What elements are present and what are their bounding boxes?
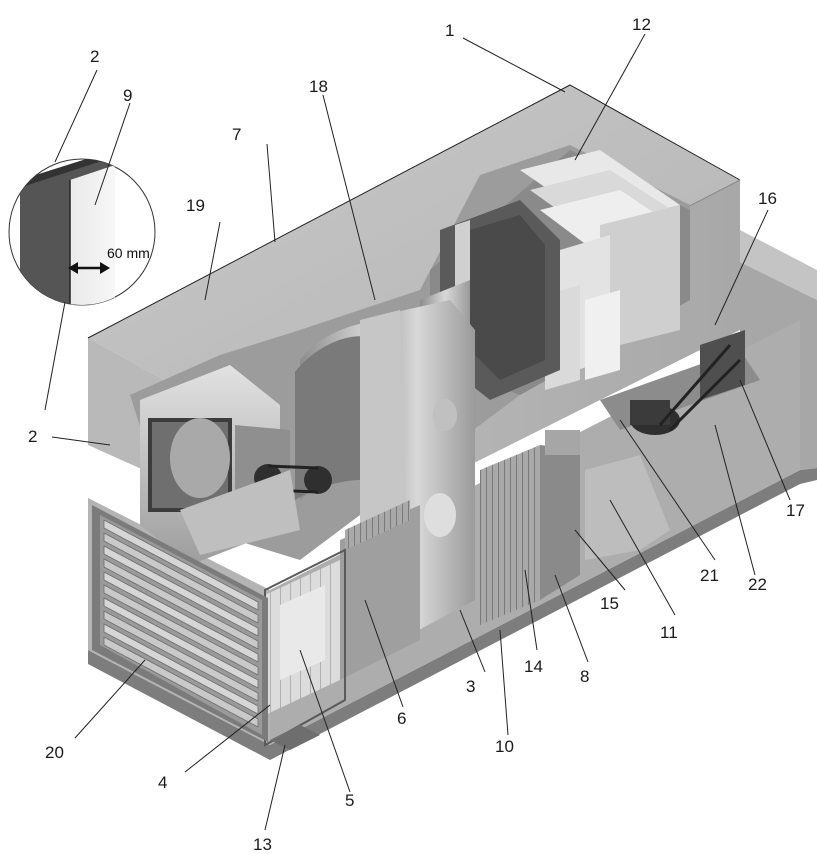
callout-4: 4 xyxy=(158,773,167,792)
louvre-slat xyxy=(103,610,259,702)
drain-tray xyxy=(270,725,320,750)
louvre-slat xyxy=(103,532,259,624)
dimension-label: 60 mm xyxy=(107,245,150,261)
callout-9: 9 xyxy=(123,86,132,105)
callout-8: 8 xyxy=(580,667,589,686)
callout-labels: 1 2 2 3 4 5 6 7 8 9 10 11 12 13 14 15 16… xyxy=(28,15,805,854)
callout-19: 19 xyxy=(186,196,205,215)
louvre-slat xyxy=(103,519,259,611)
callout-17: 17 xyxy=(786,501,805,520)
callout-18: 18 xyxy=(309,77,328,96)
callout-2-left: 2 xyxy=(28,427,37,446)
louvre-slat xyxy=(103,545,259,637)
diffuser-plenum xyxy=(585,455,670,560)
callout-15: 15 xyxy=(600,594,619,613)
bag-filters xyxy=(265,560,340,715)
louvre-slat xyxy=(103,571,259,663)
intake-louvre xyxy=(92,505,268,742)
callout-20: 20 xyxy=(45,743,64,762)
panel-detail-inset: 60 mm xyxy=(8,158,156,306)
louvre-slat xyxy=(103,597,259,689)
cutaway-interior xyxy=(130,145,760,750)
right-section-top xyxy=(740,230,817,300)
filter-frame xyxy=(340,505,420,680)
callout-3: 3 xyxy=(466,677,475,696)
louvre-slat xyxy=(103,636,259,728)
callout-10: 10 xyxy=(495,737,514,756)
louvre-slat xyxy=(103,558,259,650)
callout-6: 6 xyxy=(397,709,406,728)
callout-11: 11 xyxy=(660,623,678,642)
callout-7: 7 xyxy=(232,125,241,144)
callout-16: 16 xyxy=(758,189,777,208)
callout-21: 21 xyxy=(700,566,719,585)
callout-14: 14 xyxy=(524,657,543,676)
callout-12: 12 xyxy=(632,15,651,34)
callout-5: 5 xyxy=(345,791,354,810)
leader-lines xyxy=(44,33,791,831)
callout-2-top: 2 xyxy=(90,47,99,66)
louvre-slats xyxy=(103,519,259,728)
louvre-slat xyxy=(103,584,259,676)
heat-exchanger-plates xyxy=(520,150,680,390)
callout-22: 22 xyxy=(748,575,767,594)
fan-motor-assembly xyxy=(600,330,760,435)
callout-13: 13 xyxy=(253,835,272,854)
callout-1: 1 xyxy=(445,21,454,40)
heating-coil xyxy=(480,430,580,625)
